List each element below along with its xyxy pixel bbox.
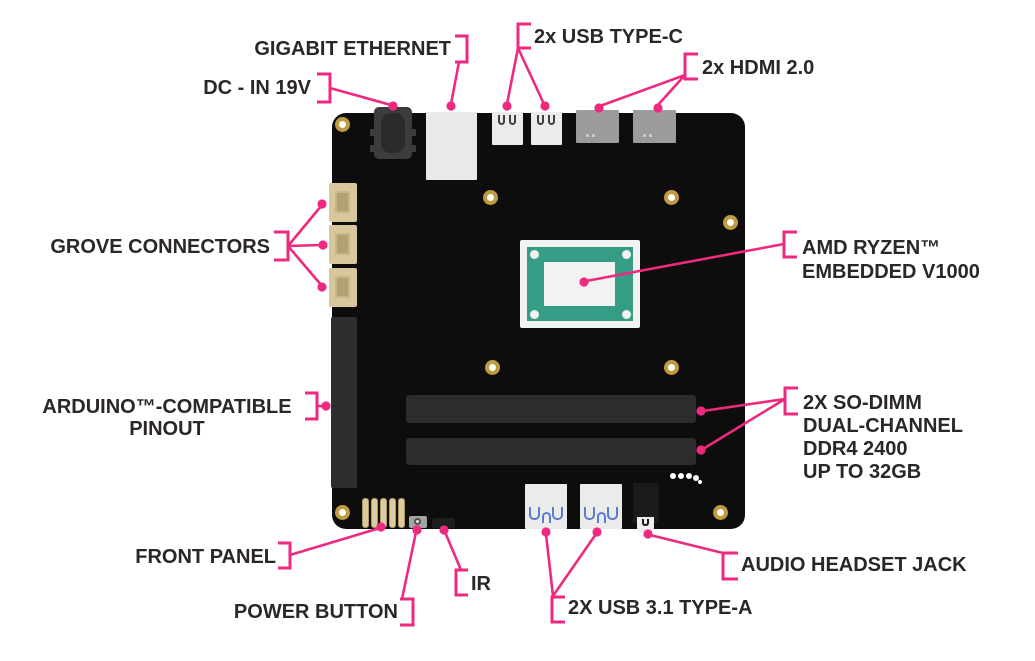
hdmi-dot xyxy=(643,134,646,137)
hdmi-dot xyxy=(592,134,595,137)
grove-socket xyxy=(335,233,350,255)
screw-hole xyxy=(334,116,350,132)
cpu-package xyxy=(527,247,633,321)
cpu-die xyxy=(544,262,615,306)
usb-c-port-2 xyxy=(531,112,562,145)
screw-hole xyxy=(334,504,350,520)
cpu-notch xyxy=(621,249,631,259)
dc-jack-leg xyxy=(370,145,375,152)
label-power-button: POWER BUTTON xyxy=(233,601,398,623)
grove-connector-2 xyxy=(329,225,357,264)
indicator-dot xyxy=(686,473,692,479)
hdmi-dot xyxy=(586,134,589,137)
callout-power-button xyxy=(400,525,422,627)
usb-c-port-1 xyxy=(492,112,523,145)
indicator-dot xyxy=(670,473,676,479)
audio-jack-hole xyxy=(642,519,649,526)
callout-front-panel xyxy=(278,522,386,570)
label-usb-type-a: 2X USB 3.1 TYPE-A xyxy=(568,597,753,619)
indicator-dot xyxy=(698,480,702,484)
usb-c-pin xyxy=(498,115,505,125)
label-usb-type-c: 2x USB TYPE-C xyxy=(534,26,683,48)
ram-slot-1 xyxy=(406,395,696,423)
indicator-dot xyxy=(693,475,699,481)
grove-socket xyxy=(335,276,350,298)
screw-hole xyxy=(482,189,498,205)
usb-pin xyxy=(607,507,618,520)
dc-jack-leg xyxy=(411,129,416,136)
power-button xyxy=(409,516,427,528)
arduino-pinout-header xyxy=(331,317,357,488)
cpu-notch xyxy=(529,249,539,259)
usb-pin xyxy=(529,507,540,520)
hdmi-port-2 xyxy=(633,110,676,143)
label-ir: IR xyxy=(471,573,491,595)
power-button-cap xyxy=(414,518,421,525)
usb-c-pin xyxy=(509,115,516,125)
grove-connector-3 xyxy=(329,268,357,307)
hdmi-dot xyxy=(649,134,652,137)
dc-power-jack xyxy=(370,107,416,159)
header-pin xyxy=(380,498,387,528)
usb-pin xyxy=(541,512,551,523)
ram-slot-2 xyxy=(406,438,696,465)
screw-hole xyxy=(484,359,500,375)
callout-arduino-pinout xyxy=(305,391,331,421)
screw-hole xyxy=(663,359,679,375)
front-panel-header xyxy=(362,498,408,528)
usb-a-port-1 xyxy=(525,484,567,529)
indicator-dot xyxy=(678,473,684,479)
cpu-notch xyxy=(529,309,539,319)
board xyxy=(329,107,745,533)
label-so-dimm: 2X SO-DIMM DUAL-CHANNEL DDR4 2400 UP TO … xyxy=(803,392,963,483)
usb3-pins xyxy=(584,507,618,525)
header-pin xyxy=(389,498,396,528)
label-audio-headset-jack: AUDIO HEADSET JACK xyxy=(741,554,967,576)
hdmi-port-1 xyxy=(576,110,619,143)
ethernet-port xyxy=(426,112,477,180)
screw-hole xyxy=(712,504,728,520)
cpu-notch xyxy=(621,309,631,319)
callout-dc-in xyxy=(317,72,398,111)
usb-pin xyxy=(596,512,606,523)
label-grove-connectors: GROVE CONNECTORS xyxy=(50,236,270,258)
usb-pin xyxy=(584,507,595,520)
dc-jack-leg xyxy=(411,145,416,152)
audio-jack-body xyxy=(633,483,659,523)
label-hdmi: 2x HDMI 2.0 xyxy=(702,57,815,79)
label-gigabit-ethernet: GIGABIT ETHERNET xyxy=(254,38,451,60)
usb3-pins xyxy=(529,507,563,525)
header-pin xyxy=(371,498,378,528)
audio-jack-opening xyxy=(637,517,654,533)
grove-connector-1 xyxy=(329,183,357,222)
label-arduino-pinout: ARDUINO™-COMPATIBLE PINOUT xyxy=(42,396,292,440)
callout-grove-connectors xyxy=(274,199,328,292)
header-pin xyxy=(362,498,369,528)
header-pin xyxy=(398,498,405,528)
callout-ir xyxy=(439,525,468,597)
dc-jack-leg xyxy=(370,129,375,136)
ir-receiver xyxy=(432,518,455,528)
label-dc-in: DC - IN 19V xyxy=(203,77,311,99)
screw-hole xyxy=(722,214,738,230)
screw-hole xyxy=(663,189,679,205)
usb-c-pin xyxy=(537,115,544,125)
usb-c-pin xyxy=(548,115,555,125)
usb-a-port-2 xyxy=(580,484,622,529)
callout-hdmi xyxy=(594,52,698,113)
label-amd-ryzen: AMD RYZEN™ EMBEDDED V1000 xyxy=(802,237,980,283)
cpu-chip xyxy=(520,240,640,328)
callout-audio-headset-jack xyxy=(643,529,738,581)
dc-jack-barrel xyxy=(381,113,405,153)
usb-pin xyxy=(552,507,563,520)
grove-socket xyxy=(335,191,350,213)
label-front-panel: FRONT PANEL xyxy=(135,546,276,568)
